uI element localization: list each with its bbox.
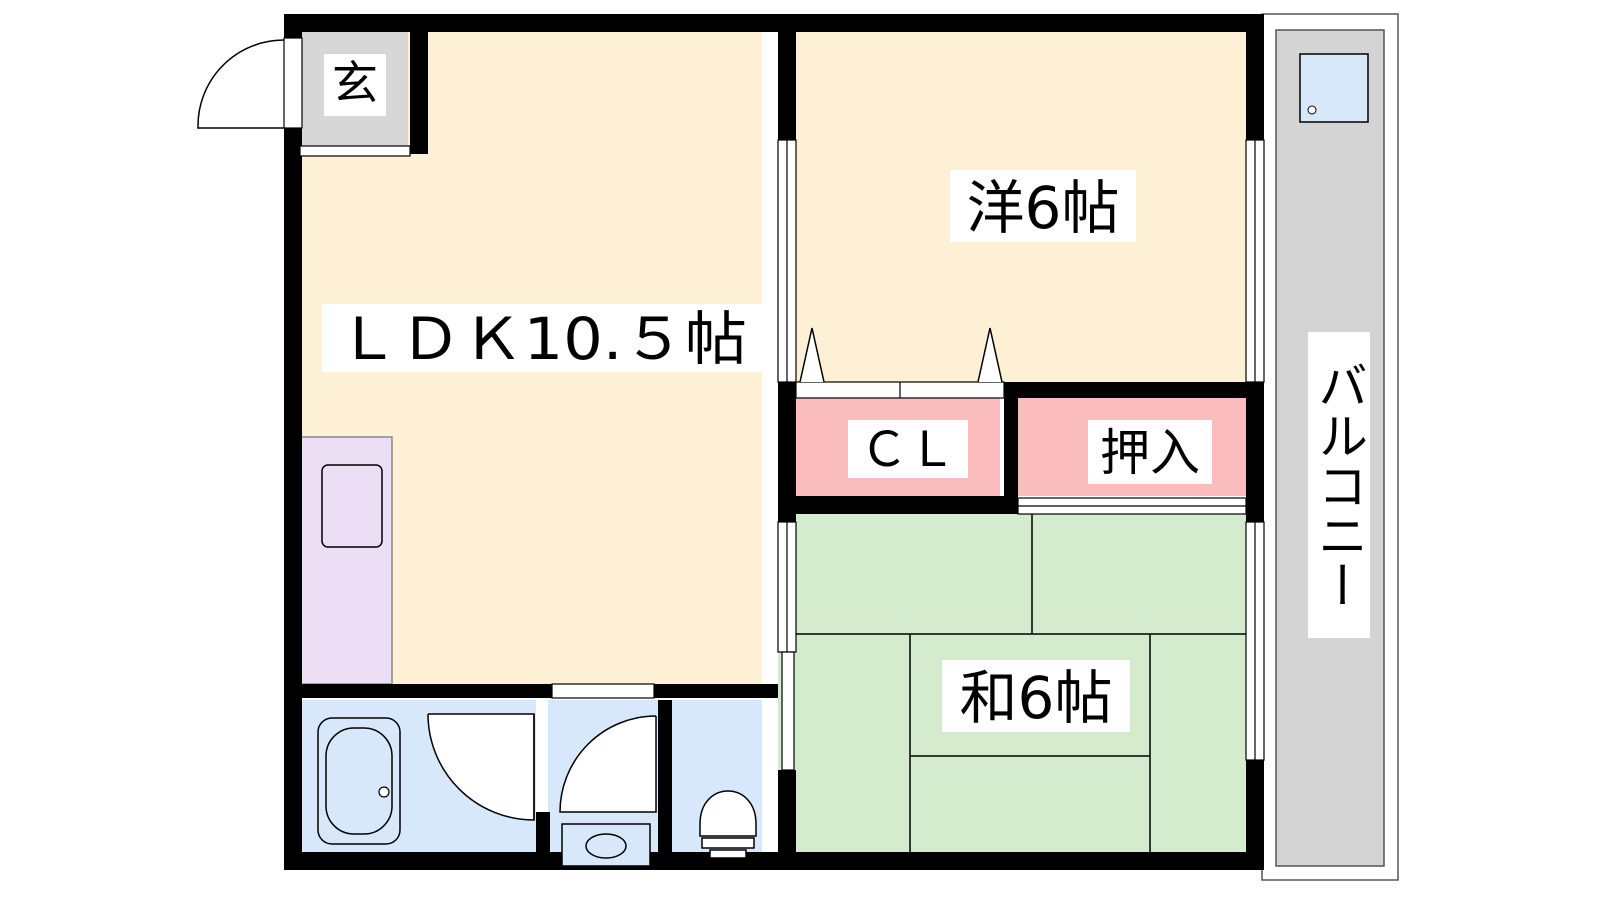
sink-basin bbox=[321, 464, 383, 548]
western-room-label-bg bbox=[950, 170, 1136, 242]
closet-label: ＣＬ bbox=[860, 422, 956, 478]
ldk-label-bg bbox=[322, 304, 762, 372]
windows bbox=[283, 37, 1265, 771]
closet-label-bg bbox=[848, 420, 968, 478]
balcony-label: バルコニー bbox=[1310, 360, 1368, 610]
oshiire-label-bg bbox=[1088, 420, 1212, 484]
tatami-lines bbox=[778, 514, 1248, 854]
japanese-room-label-bg bbox=[942, 660, 1130, 732]
western-room-label: 洋6帖 bbox=[967, 174, 1120, 242]
walls bbox=[284, 14, 1264, 870]
doors bbox=[197, 39, 1003, 821]
ldk-label: ＬＤＫ10.５帖 bbox=[337, 305, 747, 373]
balcony-label-bg bbox=[1308, 332, 1370, 638]
entrance-label: 玄 bbox=[332, 56, 378, 110]
oshiire-label: 押入 bbox=[1100, 424, 1200, 482]
wash-basin bbox=[561, 823, 651, 867]
bathtub bbox=[317, 717, 401, 845]
toilet bbox=[699, 790, 757, 859]
balcony-storage bbox=[1299, 53, 1369, 123]
japanese-room-label: 和6帖 bbox=[960, 664, 1113, 732]
entrance-label-bg bbox=[324, 54, 386, 116]
